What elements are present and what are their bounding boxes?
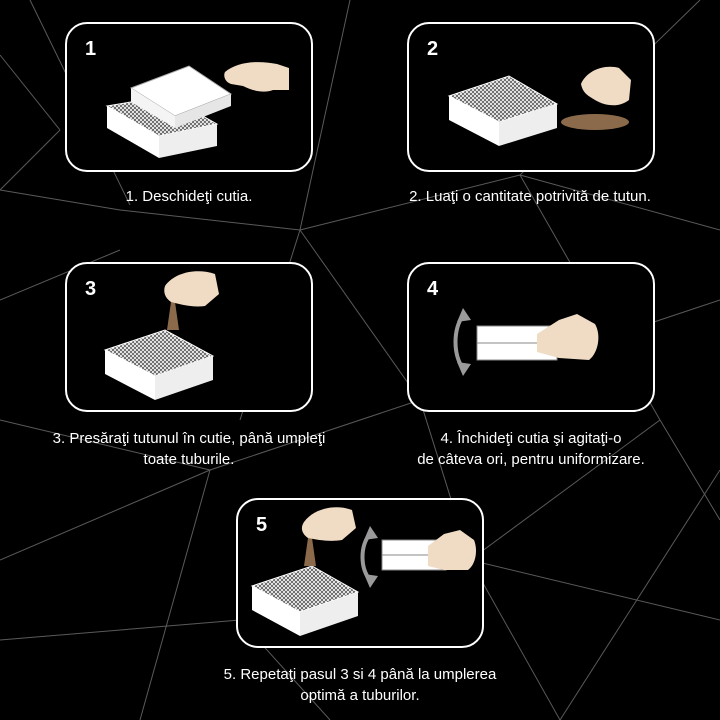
step-2-panel: 2 xyxy=(407,22,655,172)
step-3-caption: 3. Presăraţi tutunul în cutie, până umpl… xyxy=(52,430,326,468)
hand-icon xyxy=(428,530,476,570)
step-2-caption: 2. Luaţi o cantitate potrivită de tutun. xyxy=(409,188,651,205)
step-3-panel: 3 xyxy=(65,262,313,412)
step-2-illustration xyxy=(447,66,631,146)
step-1-panel: 1 xyxy=(65,22,313,172)
hand-icon xyxy=(164,271,219,307)
step-4-panel: 4 xyxy=(407,262,655,412)
hand-icon xyxy=(537,314,599,360)
step-5-illustration xyxy=(250,507,476,636)
step-2-number: 2 xyxy=(427,38,439,60)
step-5-panel: 5 xyxy=(236,498,484,648)
shake-arrow-icon xyxy=(360,532,372,582)
hand-icon xyxy=(224,62,289,92)
step-4-caption: 4. Închideţi cutia şi agitaţi-o de câtev… xyxy=(417,430,645,468)
tobacco-icon xyxy=(167,302,179,330)
shake-arrow-icon xyxy=(453,314,465,370)
hand-icon xyxy=(581,66,631,106)
hand-icon xyxy=(301,507,356,541)
step-3-number: 3 xyxy=(85,278,97,300)
step-3-illustration xyxy=(103,271,219,400)
step-4-illustration xyxy=(453,308,599,376)
step-1-number: 1 xyxy=(85,38,97,60)
step-1-caption: 1. Deschideţi cutia. xyxy=(125,188,253,205)
step-5-caption: 5. Repetaţi pasul 3 si 4 până la umplere… xyxy=(223,666,497,704)
step-5-number: 5 xyxy=(256,514,268,536)
step-4-number: 4 xyxy=(427,278,439,300)
step-1-illustration xyxy=(105,62,289,158)
tobacco-icon xyxy=(561,114,629,130)
tobacco-icon xyxy=(304,538,316,566)
